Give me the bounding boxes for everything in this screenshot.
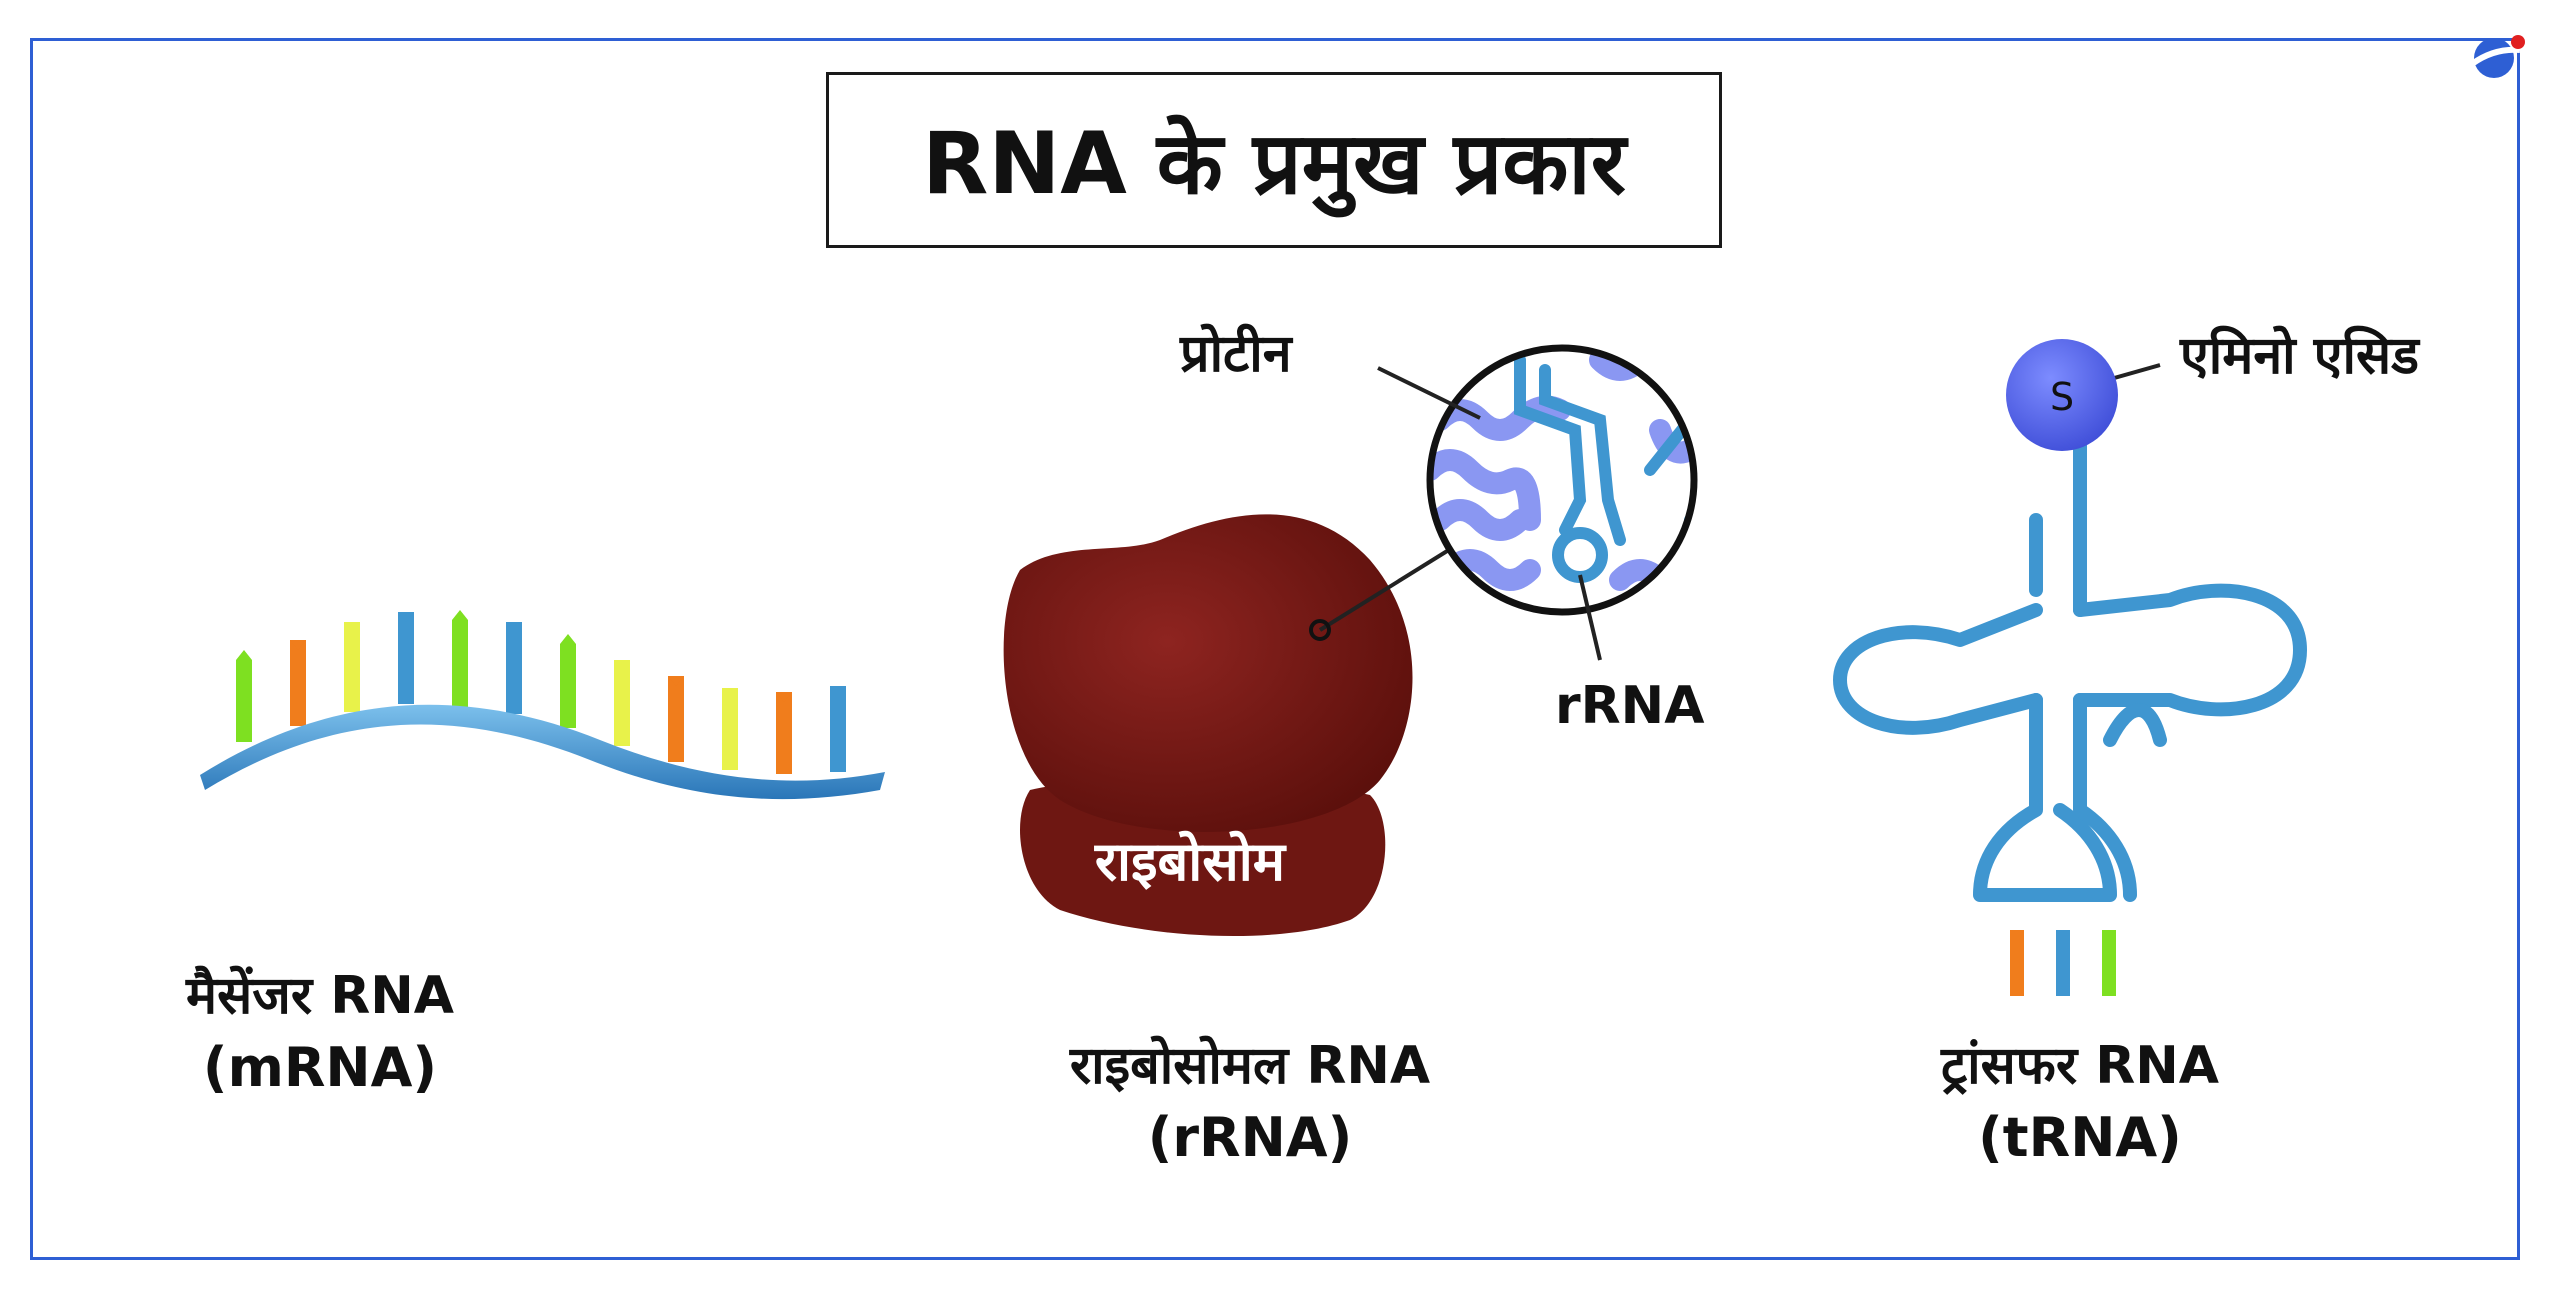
page-title: RNA के प्रमुख प्रकार: [826, 72, 1722, 248]
amino-acid-sphere: [2006, 339, 2118, 451]
ribosome-large-subunit: [1003, 514, 1413, 833]
trna-molecule: [1833, 423, 2307, 902]
trna-anticodon-bases: [2010, 930, 2116, 996]
amino-acid-symbol: S: [2050, 375, 2074, 419]
ribosome-label: राइबोसोम: [1094, 830, 1286, 893]
diagram-frame: [30, 38, 2520, 1260]
mrna-name: मैसेंजर RNA: [185, 966, 454, 1026]
rrna-callout: rRNA: [1555, 676, 1705, 736]
mrna-abbr: (mRNA): [202, 1036, 438, 1099]
amino-acid-callout: एमिनो एसिड: [2180, 326, 2419, 386]
trna-name: ट्रांसफर RNA: [1940, 1036, 2220, 1096]
mrna-bases: [236, 610, 846, 774]
rrna-name: राइबोसोमल RNA: [1069, 1036, 1431, 1096]
rrna-label: राइबोसोमल RNA (rRNA): [1000, 1030, 1500, 1174]
ribosome: [1003, 514, 1454, 937]
brand-logo-icon: [2470, 35, 2525, 78]
magnifier-lens: [1377, 344, 1698, 661]
mrna-label: मैसेंजर RNA (mRNA): [150, 960, 490, 1104]
mrna-backbone: [200, 704, 885, 800]
protein-callout: प्रोटीन: [1180, 324, 1292, 384]
trna-abbr: (tRNA): [1978, 1106, 2182, 1169]
rrna-abbr: (rRNA): [1147, 1106, 1353, 1169]
trna-label: ट्रांसफर RNA (tRNA): [1870, 1030, 2290, 1174]
mrna-strand: [200, 610, 885, 800]
